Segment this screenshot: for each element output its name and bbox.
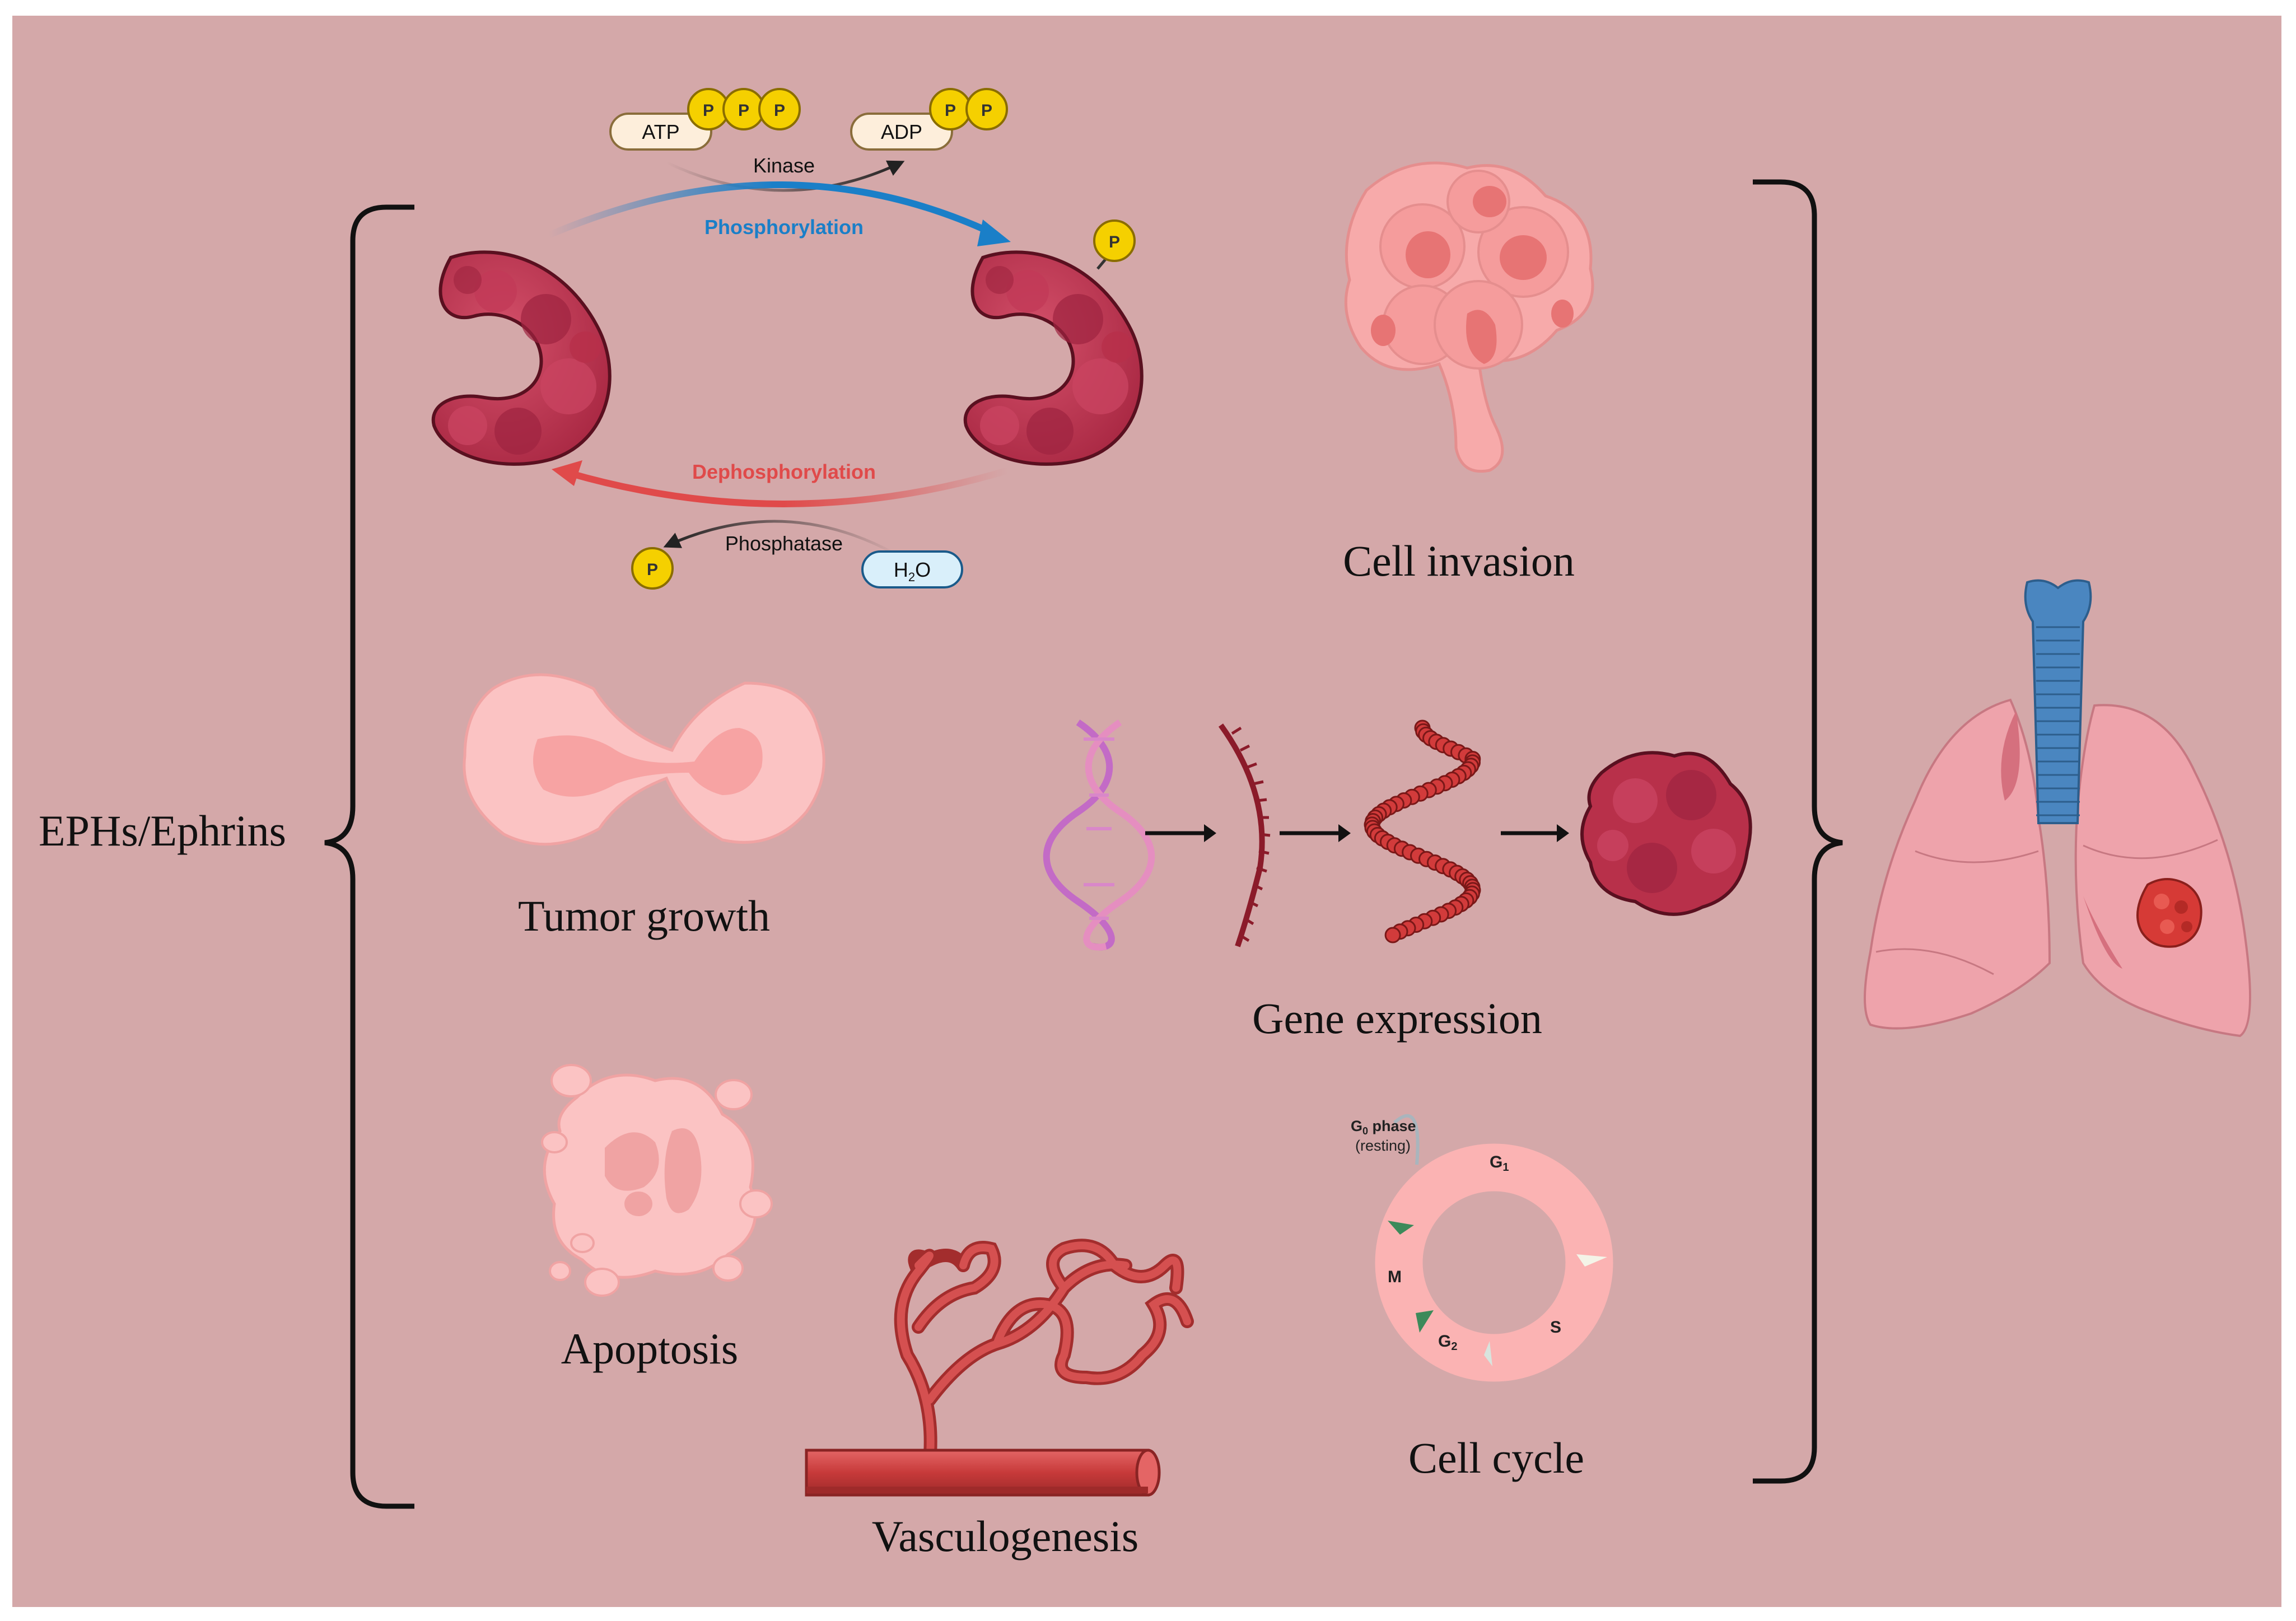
cycle-pointer-icon bbox=[1388, 1221, 1414, 1235]
tumor-growth-label: Tumor growth bbox=[518, 891, 770, 940]
phosphate-label: P bbox=[774, 101, 785, 120]
adp-label: ADP bbox=[881, 120, 922, 143]
right-lung bbox=[2074, 704, 2251, 1038]
amino-acid-chain-icon bbox=[1364, 720, 1481, 943]
phosphorylation-arrowhead bbox=[977, 219, 1011, 246]
kinase-label: Kinase bbox=[753, 154, 815, 177]
g2-label: G2 bbox=[1438, 1332, 1457, 1353]
cycle-pointer-icon bbox=[1484, 1341, 1492, 1366]
g0-main: G bbox=[1351, 1118, 1362, 1134]
bound-phosphate-label: P bbox=[1109, 233, 1120, 251]
atp-pill bbox=[609, 113, 712, 151]
phosphorylation-label: Phosphorylation bbox=[704, 216, 864, 239]
h2o-sub: 2 bbox=[908, 570, 915, 584]
kinase-arrow bbox=[665, 160, 905, 192]
s-phase-label: S bbox=[1550, 1318, 1561, 1337]
g0-arrow bbox=[1393, 1114, 1420, 1165]
h2o-pill bbox=[861, 550, 963, 588]
adp-phosphates: P P bbox=[929, 88, 1008, 130]
folded-protein-icon bbox=[1580, 751, 1752, 916]
lungs-illustration bbox=[1864, 579, 2251, 1038]
cell-invasion-label: Cell invasion bbox=[1343, 536, 1575, 585]
phosphate-label: P bbox=[945, 101, 956, 120]
dna-helix-icon bbox=[1043, 720, 1155, 951]
phosphate-label: P bbox=[981, 101, 992, 120]
free-phosphate-label: P bbox=[647, 560, 658, 579]
mrna-icon bbox=[1218, 723, 1271, 947]
g1-label: G1 bbox=[1490, 1153, 1509, 1174]
g0-resting-label: (resting) bbox=[1355, 1137, 1411, 1154]
apoptosis-illustration bbox=[541, 1064, 773, 1297]
atp-label: ATP bbox=[642, 120, 679, 143]
m-phase-label: M bbox=[1388, 1268, 1402, 1286]
phosphatase-arrow bbox=[663, 520, 897, 556]
lung-tumor-icon bbox=[2136, 878, 2202, 948]
h2o-tail: O bbox=[915, 558, 931, 581]
h2o-base: H bbox=[894, 558, 908, 581]
dephosphorylation-arrow bbox=[559, 467, 1009, 507]
g2-main: G bbox=[1438, 1332, 1451, 1351]
g1-main: G bbox=[1490, 1153, 1502, 1171]
cycle-pointer-icon bbox=[1576, 1254, 1607, 1267]
atp-phosphates: P P P bbox=[687, 88, 801, 130]
phosphorylation-cycle: ATP P P P ADP P P Kinase Phosphorylation bbox=[433, 88, 1142, 590]
phosphate-label: P bbox=[738, 101, 749, 120]
right-brace bbox=[1753, 179, 1843, 1484]
vasculogenesis-illustration bbox=[805, 1239, 1194, 1497]
dephosphorylation-arrowhead bbox=[552, 460, 582, 486]
cell-cycle-illustration: G0 phase (resting) G1 S G2 M bbox=[1351, 1114, 1613, 1382]
adp-pill bbox=[850, 113, 953, 151]
cell-invasion-illustration bbox=[1344, 161, 1594, 473]
apoptosis-label: Apoptosis bbox=[561, 1324, 738, 1373]
phosphate-label: P bbox=[703, 101, 714, 120]
g1-sub: 1 bbox=[1502, 1161, 1509, 1174]
vasculogenesis-label: Vasculogenesis bbox=[872, 1512, 1139, 1561]
dephosphorylation-label: Dephosphorylation bbox=[692, 460, 876, 483]
gene-expression-label: Gene expression bbox=[1252, 994, 1542, 1043]
gene-expression-illustration bbox=[1043, 720, 1752, 951]
tumor-growth-illustration bbox=[463, 673, 825, 846]
phosphatase-label: Phosphatase bbox=[725, 532, 843, 555]
left-brace bbox=[324, 204, 414, 1509]
cycle-pointer-icon bbox=[1416, 1310, 1434, 1333]
phosphorylation-arrow bbox=[547, 181, 998, 239]
cell-cycle-label: Cell cycle bbox=[1408, 1433, 1584, 1482]
trachea-icon bbox=[2024, 579, 2092, 824]
g0-sub: 0 bbox=[1362, 1125, 1368, 1137]
g0-tail: phase bbox=[1368, 1118, 1416, 1134]
g0-phase-label: G0 phase bbox=[1351, 1118, 1416, 1137]
main-label: EPHs/Ephrins bbox=[39, 806, 286, 855]
g2-sub: 2 bbox=[1451, 1340, 1457, 1353]
h2o-label: H2O bbox=[894, 558, 931, 584]
amino-acid-bead bbox=[1384, 927, 1401, 943]
